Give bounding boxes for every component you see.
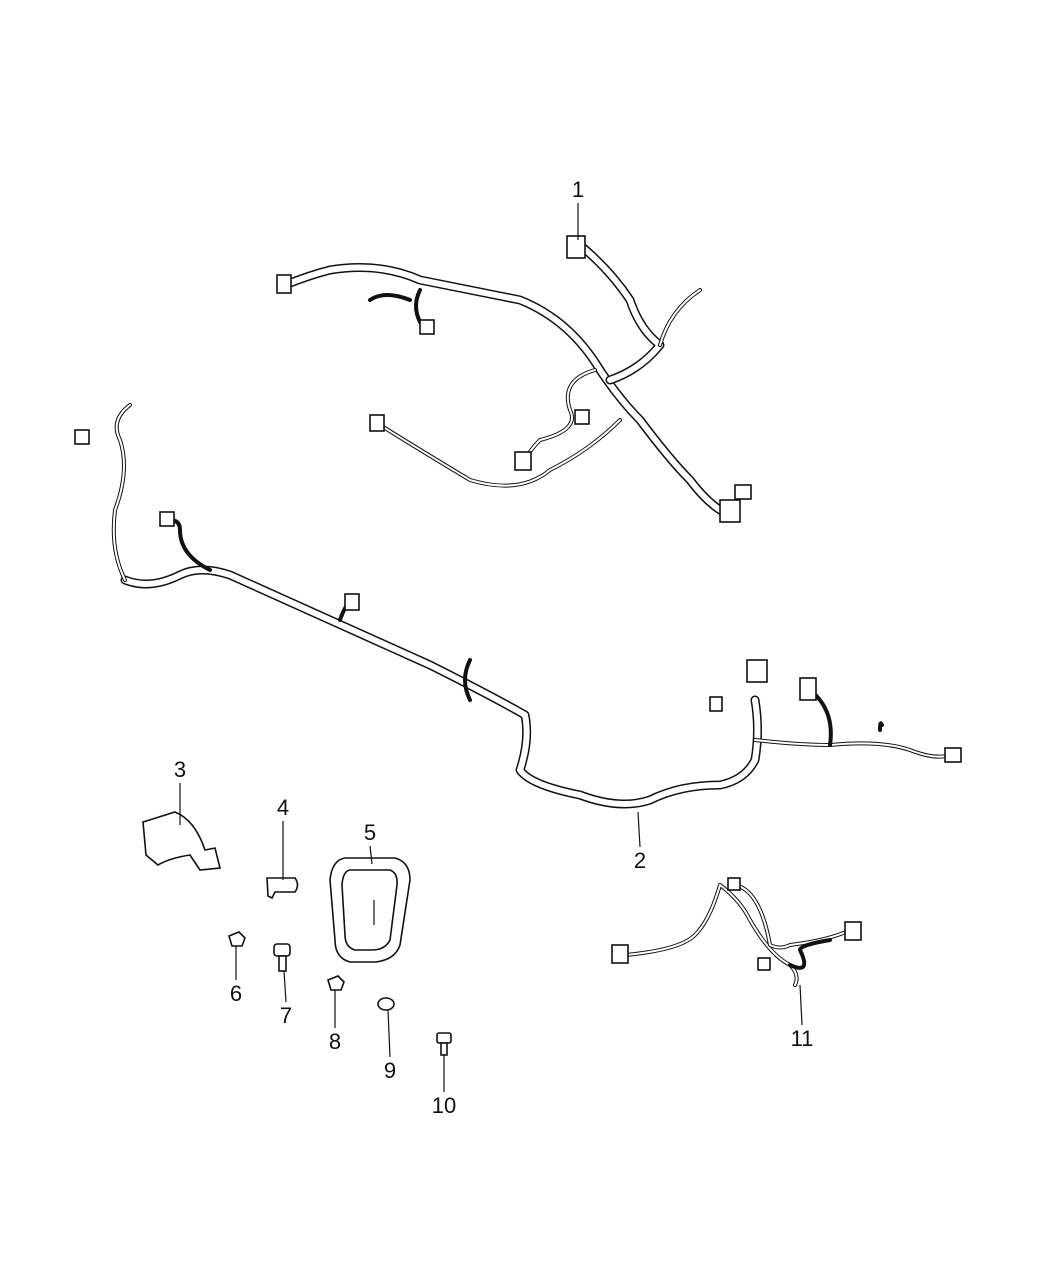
callout-11: 11 (790, 1026, 814, 1051)
wiring-harness-2 (74, 403, 962, 809)
callout-2: 2 (633, 848, 647, 873)
callout-1: 1 (571, 177, 585, 202)
callout-9: 9 (383, 1058, 397, 1083)
callout-4: 4 (276, 795, 290, 820)
grommet-part-5 (329, 857, 411, 963)
clip-part-4 (266, 877, 299, 900)
callout-7: 7 (279, 1003, 293, 1028)
callout-6: 6 (229, 981, 243, 1006)
wiring-harness-1 (276, 235, 752, 523)
callout-3: 3 (173, 757, 187, 782)
callout-5: 5 (363, 820, 377, 845)
callout-8: 8 (328, 1029, 342, 1054)
leader-lines (179, 203, 803, 1092)
wiring-harness-11 (611, 877, 862, 987)
bracket-part-3 (142, 811, 222, 871)
callout-10: 10 (431, 1093, 457, 1118)
